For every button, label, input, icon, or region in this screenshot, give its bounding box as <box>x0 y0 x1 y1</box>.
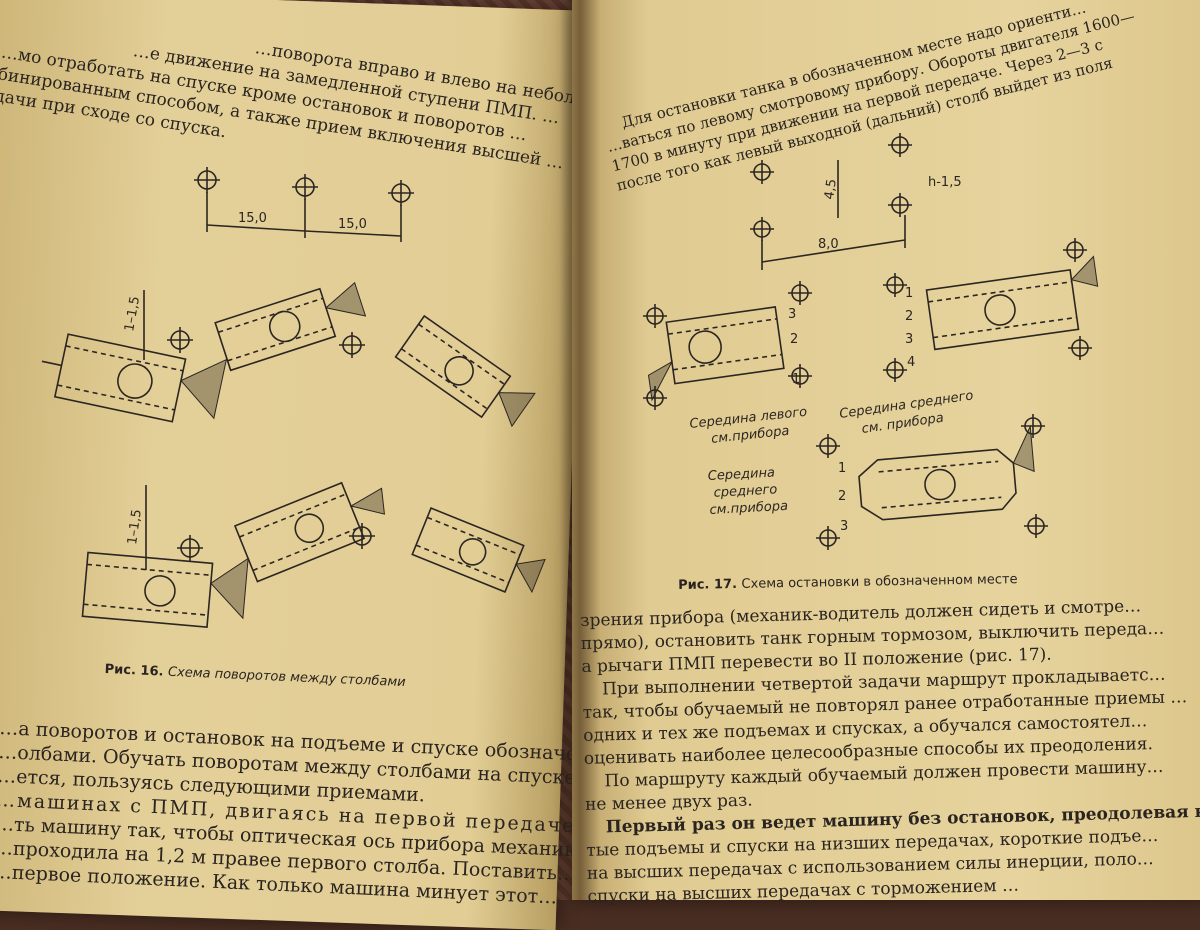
pole-icon <box>887 132 913 158</box>
dimension-label: 4,5 <box>822 178 840 201</box>
lane-number: 3 <box>788 307 796 322</box>
pole-icon <box>1067 335 1093 361</box>
lane-number: 3 <box>840 519 848 534</box>
tank-drawing <box>647 306 785 402</box>
tank-drawing <box>233 481 386 583</box>
pole-icon <box>815 433 841 459</box>
tank-drawing <box>41 333 228 423</box>
tank-drawing <box>214 281 367 372</box>
lane-number: 2 <box>838 489 846 504</box>
tank-drawing <box>858 424 1035 521</box>
lane-number: 3 <box>905 332 913 347</box>
svg-text:среднего: среднего <box>713 482 777 500</box>
tank-drawing <box>925 255 1099 351</box>
pole-icon <box>1062 237 1088 263</box>
tank-drawing <box>394 314 536 428</box>
tank-drawing <box>81 551 249 628</box>
dimension-label: 15,0 <box>238 211 267 226</box>
lane-number: 2 <box>905 309 913 324</box>
caption-prefix: Рис. 17. <box>678 576 738 593</box>
pole-icon <box>749 216 775 242</box>
pole-icon <box>642 303 668 329</box>
book-gutter <box>560 0 600 900</box>
figure-17: 4,5 8,0 h-1,5 3 2 1 1 2 3 4 1 2 3 <box>642 132 1099 551</box>
pole-icon <box>787 280 813 306</box>
pole-icon <box>1023 513 1049 539</box>
label-middle-device-lower: Середина среднего см.прибора <box>707 465 788 518</box>
lane-number: 1 <box>905 286 913 301</box>
pole-icon <box>1020 413 1046 439</box>
offset-label: 1–1,5 <box>125 508 145 545</box>
pole-icon <box>815 525 841 551</box>
lane-number: 1 <box>838 461 846 476</box>
lane-number: 2 <box>790 332 798 347</box>
pole-icon <box>749 159 775 185</box>
dimension-label: h-1,5 <box>928 175 962 190</box>
right-page <box>572 0 1200 900</box>
lane-number: 1 <box>792 372 800 387</box>
label-left-device: Середина левого см.прибора <box>689 405 808 447</box>
lane-number: 4 <box>907 355 915 370</box>
svg-text:Середина: Середина <box>707 465 775 483</box>
tank-drawing <box>411 507 546 594</box>
pole-icon <box>882 272 908 298</box>
right-bottom-text: зрения прибора (механик-водитель должен … <box>580 593 1200 909</box>
svg-text:см.прибора: см.прибора <box>709 499 788 518</box>
pole-icon <box>887 192 913 218</box>
label-middle-device: Середина среднего см. прибора <box>838 388 974 437</box>
dimension-label: 8,0 <box>818 237 839 252</box>
pole-icon <box>882 357 908 383</box>
dimension-label: 15,0 <box>338 217 367 232</box>
figure-16: 15,0 15,0 1–1,5 1–1,5 <box>41 166 546 628</box>
offset-label: 1–1,5 <box>122 295 143 333</box>
